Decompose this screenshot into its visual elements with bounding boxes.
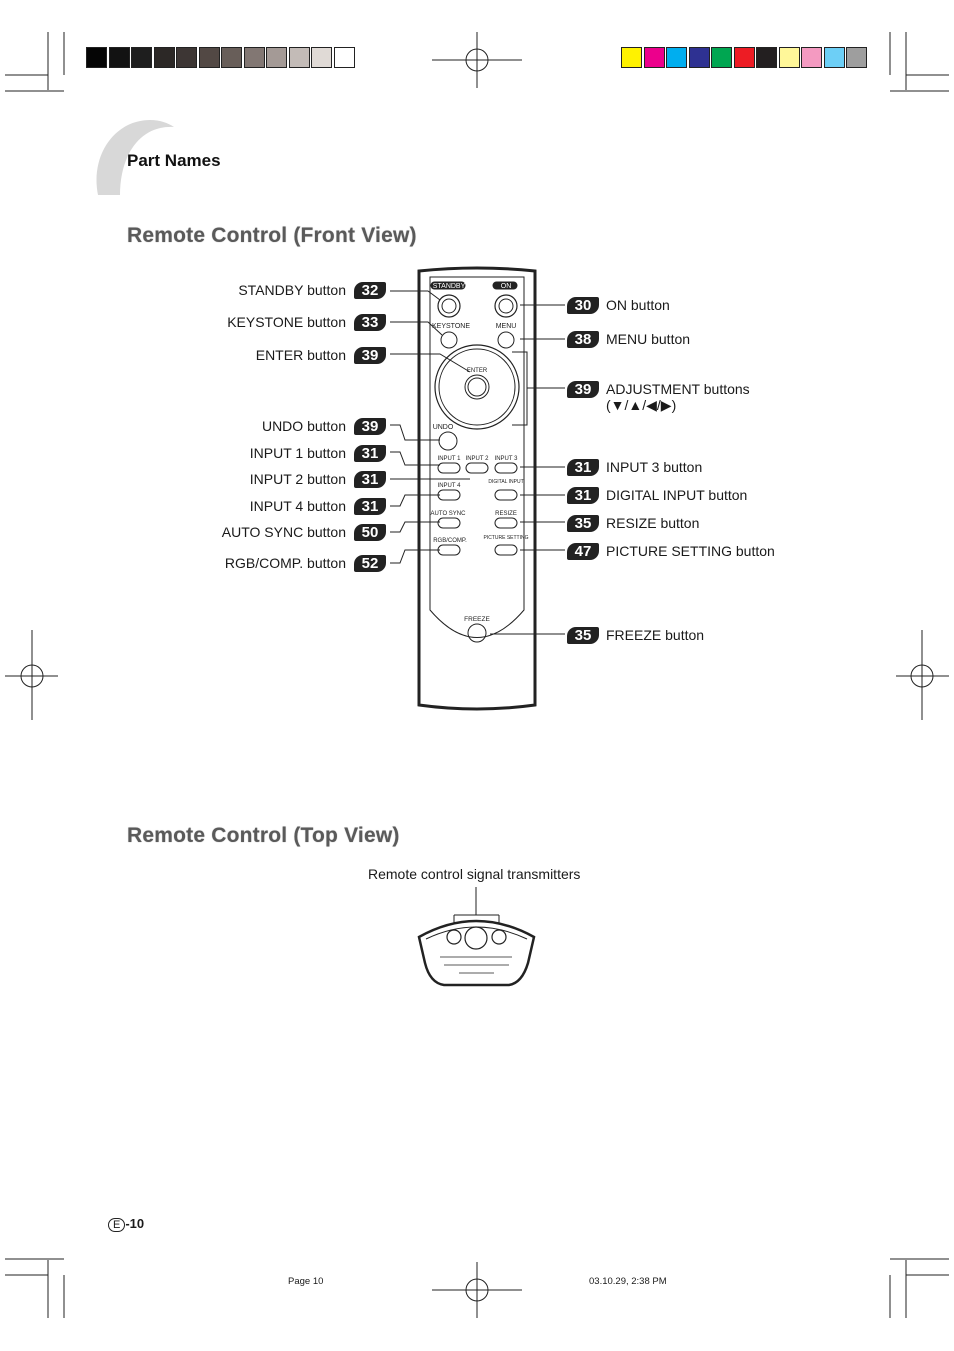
remote-control-front-illustration: STANDBY ON KEYSTONE MENU ENTER UNDO INPU…	[417, 266, 537, 711]
remote-label-resize: RESIZE	[495, 511, 517, 517]
registration-mark-left	[5, 630, 58, 720]
color-swatch	[333, 47, 355, 68]
page-reference-badge: 52	[354, 555, 386, 572]
remote-label-input3: INPUT 3	[495, 456, 519, 462]
page-reference-badge: 47	[567, 543, 599, 560]
callout-label: INPUT 4 button	[249, 498, 346, 514]
callout-label: INPUT 3 button	[606, 459, 703, 475]
registration-mark-top	[432, 32, 522, 88]
page-reference-badge: 35	[567, 627, 599, 644]
color-swatch	[778, 47, 800, 68]
registration-mark-right	[896, 630, 949, 720]
page-reference-badge: 35	[567, 515, 599, 532]
color-swatch	[198, 47, 220, 68]
remote-control-top-illustration	[417, 887, 536, 987]
registration-mark-bottom	[432, 1262, 522, 1318]
color-swatch	[243, 47, 265, 68]
page-reference-badge: 38	[567, 331, 599, 348]
section-tab-swoosh	[96, 120, 174, 195]
color-swatch	[311, 47, 332, 68]
color-swatch	[756, 47, 777, 68]
section-heading: Part Names	[127, 151, 221, 170]
color-swatch	[288, 47, 310, 68]
color-swatch	[86, 47, 107, 68]
color-swatch	[221, 47, 242, 68]
language-badge: E	[108, 1218, 126, 1232]
color-swatch	[131, 47, 152, 68]
color-swatch	[176, 47, 197, 68]
page-reference-badge: 32	[354, 282, 386, 299]
callout-label: STANDBY button	[238, 282, 346, 298]
remote-label-menu: MENU	[496, 323, 517, 330]
callout-label: ADJUSTMENT buttons	[606, 381, 750, 397]
remote-label-auto-sync: AUTO SYNC	[431, 511, 467, 517]
print-page-label: Page 10	[288, 1276, 324, 1287]
remote-label-standby: STANDBY	[433, 283, 466, 290]
remote-label-input4: INPUT 4	[438, 483, 462, 489]
color-swatch	[666, 47, 687, 68]
callout-label: UNDO button	[261, 418, 346, 434]
callout-label: FREEZE button	[606, 627, 705, 643]
page-reference-badge: 39	[354, 347, 386, 364]
color-swatch	[823, 47, 845, 68]
remote-label-digital-input: DIGITAL INPUT	[488, 479, 523, 485]
color-swatch	[733, 47, 755, 68]
remote-label-undo: UNDO	[433, 424, 454, 431]
page-reference-badge: 31	[354, 498, 386, 515]
page-reference-badge: 31	[567, 487, 599, 504]
page-reference-badge: 39	[567, 381, 599, 398]
color-swatch	[643, 47, 665, 68]
color-swatch	[621, 47, 642, 68]
remote-label-on: ON	[501, 283, 512, 290]
remote-label-input2: INPUT 2	[466, 456, 490, 462]
color-swatch	[711, 47, 732, 68]
callout-label: ON button	[606, 297, 670, 313]
page-reference-badge: 31	[567, 459, 599, 476]
page-reference-badge: 31	[354, 445, 386, 462]
callout-label: AUTO SYNC button	[221, 524, 346, 540]
page-reference-badge: 33	[354, 314, 386, 331]
page-reference-badge: 50	[354, 524, 386, 541]
remote-label-picture-setting: PICTURE SETTING	[483, 535, 528, 541]
color-swatch	[846, 47, 867, 68]
page-reference-badge: 30	[567, 297, 599, 314]
transmitter-caption: Remote control signal transmitters	[368, 866, 581, 882]
remote-label-keystone: KEYSTONE	[432, 323, 470, 330]
page-reference-badge: 39	[354, 418, 386, 435]
remote-label-input1: INPUT 1	[438, 456, 462, 462]
page-number-text: -10	[125, 1216, 145, 1231]
remote-label-enter: ENTER	[467, 368, 488, 374]
color-swatch	[688, 47, 710, 68]
callout-label: INPUT 1 button	[249, 445, 346, 461]
remote-label-rgb-comp: RGB/COMP.	[433, 538, 467, 544]
callout-label: RESIZE button	[606, 515, 700, 531]
callout-label: ENTER button	[255, 347, 346, 363]
callout-label: INPUT 2 button	[249, 471, 346, 487]
callout-label: RGB/COMP. button	[224, 555, 346, 571]
front-view-title: Remote Control (Front View)	[127, 224, 417, 247]
color-swatch	[153, 47, 175, 68]
top-view-title: Remote Control (Top View)	[127, 824, 400, 847]
color-swatch	[801, 47, 822, 68]
color-swatch	[266, 47, 287, 68]
color-swatch	[108, 47, 130, 68]
callout-label: MENU button	[606, 331, 691, 347]
remote-label-freeze: FREEZE	[464, 616, 490, 623]
callout-label: DIGITAL INPUT button	[606, 487, 748, 503]
page-number: E-10	[108, 1216, 144, 1232]
callout-label: PICTURE SETTING button	[606, 543, 775, 559]
callout-sublabel: (▼/▲/◀/▶)	[606, 397, 677, 413]
page-reference-badge: 31	[354, 471, 386, 488]
callout-label: KEYSTONE button	[227, 314, 346, 330]
print-timestamp: 03.10.29, 2:38 PM	[589, 1276, 667, 1287]
